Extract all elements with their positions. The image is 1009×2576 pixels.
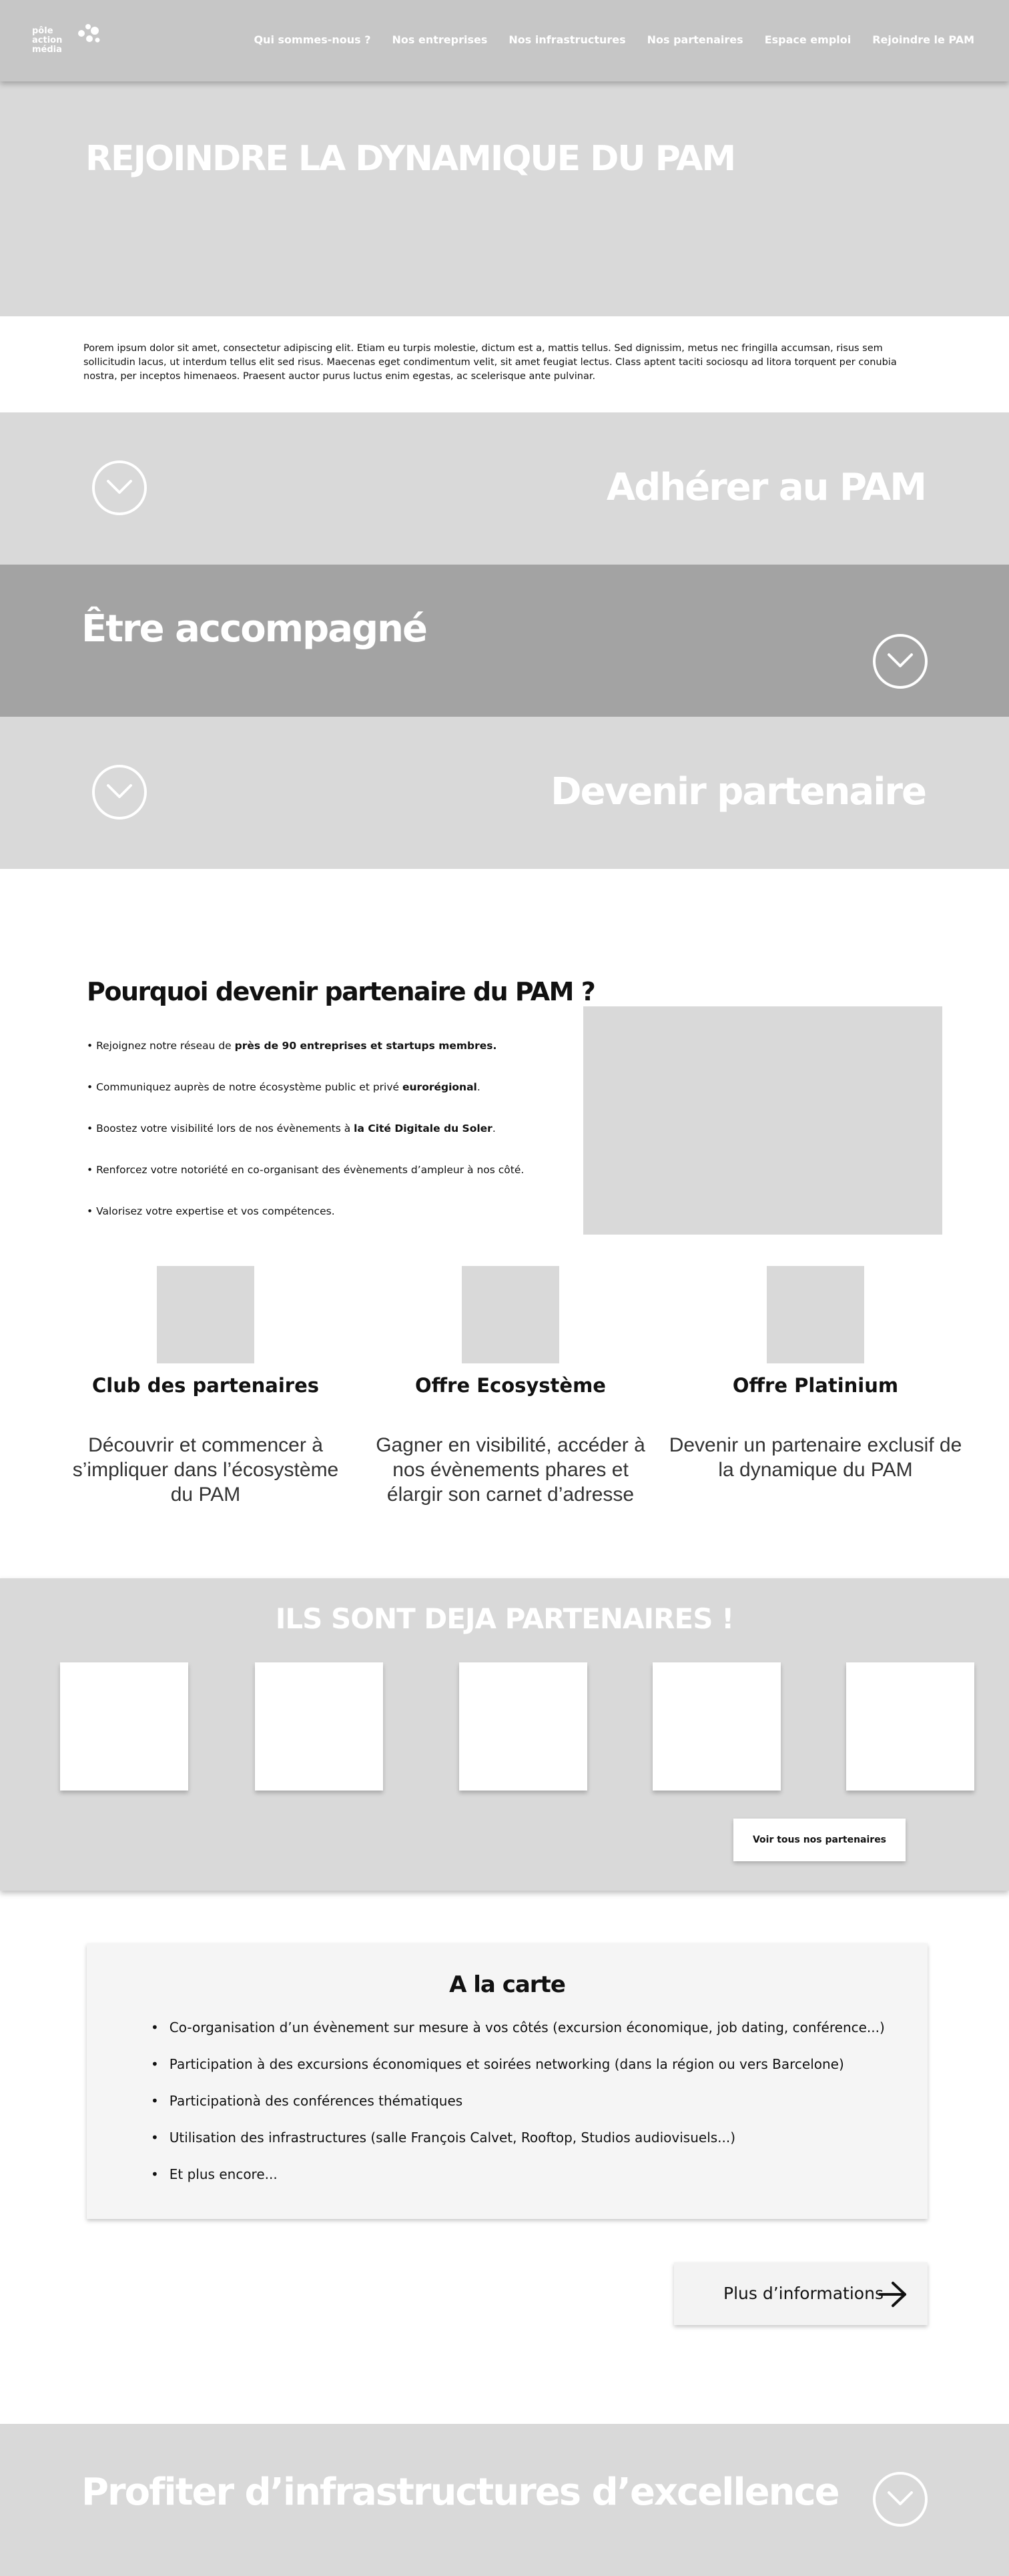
partner-logo[interactable] xyxy=(653,1662,781,1791)
arrow-right-icon xyxy=(878,2282,906,2307)
offer-description: Devenir un partenaire exclusif de la dyn… xyxy=(669,1434,962,1481)
accordion-partenaire[interactable]: Devenir partenaire xyxy=(0,717,1009,869)
offer-ecosysteme: Offre Ecosystème Gagner en visibilité, a… xyxy=(364,1266,657,1507)
accordion-infrastructures[interactable]: Profiter d’infrastructures d’excellence xyxy=(0,2424,1009,2576)
logo-line-1: pôle xyxy=(32,26,53,36)
why-item: • Renforcez votre notoriété en co-organi… xyxy=(87,1164,525,1176)
image-placeholder xyxy=(583,1006,942,1235)
hero-banner: REJOINDRE LA DYNAMIQUE DU PAM xyxy=(0,81,1009,316)
accordion-title: Devenir partenaire xyxy=(551,770,927,814)
offer-title: Club des partenaires xyxy=(91,1374,320,1397)
main-nav: Qui sommes-nous ? Nos entreprises Nos in… xyxy=(254,33,974,46)
partners-section: ILS SONT DEJA PARTENAIRES ! Voir tous no… xyxy=(0,1578,1009,1891)
why-title: Pourquoi devenir partenaire du PAM ? xyxy=(87,977,596,1006)
list-item: Participationà des conférences thématiqu… xyxy=(151,2093,885,2130)
a-la-carte-title: A la carte xyxy=(449,1971,566,1998)
offer-title: Offre Ecosystème xyxy=(415,1374,606,1397)
partner-logo[interactable] xyxy=(846,1662,974,1791)
site-header: pôle action média Qui sommes-nous ? Nos … xyxy=(0,0,1009,81)
offer-description: Gagner en visibilité, accéder à nos évèn… xyxy=(376,1434,645,1506)
nav-nos-partenaires[interactable]: Nos partenaires xyxy=(647,33,743,46)
nav-rejoindre-le-pam[interactable]: Rejoindre le PAM xyxy=(872,33,974,46)
why-item: • Boostez votre visibilité lors de nos é… xyxy=(87,1122,496,1135)
nav-espace-emploi[interactable]: Espace emploi xyxy=(764,33,852,46)
more-info-button[interactable]: Plus d’informations xyxy=(674,2262,928,2325)
logo-dots-icon xyxy=(78,24,100,43)
partner-logo[interactable] xyxy=(255,1662,383,1791)
a-la-carte-card: A la carte Co-organisation d’un évènemen… xyxy=(87,1943,928,2219)
list-item: Et plus encore... xyxy=(151,2166,885,2203)
offer-club: Club des partenaires Découvrir et commen… xyxy=(59,1266,352,1507)
partners-title: ILS SONT DEJA PARTENAIRES ! xyxy=(275,1602,735,1635)
site-logo[interactable]: pôle action média xyxy=(32,19,105,65)
accordion-title: Profiter d’infrastructures d’excellence xyxy=(81,2471,840,2514)
accordion-accompagne[interactable]: Être accompagné xyxy=(0,565,1009,717)
offer-image-placeholder xyxy=(157,1266,254,1363)
list-item: Co-organisation d’un évènement sur mesur… xyxy=(151,2019,885,2056)
why-list: • Rejoignez notre réseau de près de 90 e… xyxy=(87,1040,524,1247)
offer-platinium: Offre Platinium Devenir un partenaire ex… xyxy=(669,1266,962,1482)
nav-nos-entreprises[interactable]: Nos entreprises xyxy=(392,33,488,46)
offer-title: Offre Platinium xyxy=(732,1374,899,1397)
offer-image-placeholder xyxy=(767,1266,864,1363)
a-la-carte-list: Co-organisation d’un évènement sur mesur… xyxy=(151,2019,885,2203)
see-all-partners-button[interactable]: Voir tous nos partenaires xyxy=(733,1819,906,1861)
more-info-label: Plus d’informations xyxy=(723,2284,884,2303)
why-item: • Valorisez votre expertise et vos compé… xyxy=(87,1205,335,1217)
partner-logo[interactable] xyxy=(459,1662,587,1791)
why-item: • Communiquez auprès de notre écosystème… xyxy=(87,1081,480,1093)
accordion-adherer[interactable]: Adhérer au PAM xyxy=(0,412,1009,565)
logo-line-2: action xyxy=(32,35,63,45)
intro-text: Porem ipsum dolor sit amet, consectetur … xyxy=(83,343,897,382)
accordion-title: Adhérer au PAM xyxy=(606,466,927,509)
partner-logo[interactable] xyxy=(60,1662,188,1791)
offer-image-placeholder xyxy=(462,1266,559,1363)
chevron-down-icon[interactable] xyxy=(92,765,147,820)
logo-line-3: média xyxy=(32,45,62,55)
chevron-down-icon[interactable] xyxy=(873,634,928,689)
offer-description: Découvrir et commencer à s’impliquer dan… xyxy=(72,1434,339,1506)
nav-qui-sommes-nous[interactable]: Qui sommes-nous ? xyxy=(254,33,371,46)
list-item: Participation à des excursions économiqu… xyxy=(151,2056,885,2093)
chevron-down-icon[interactable] xyxy=(92,460,147,515)
hero-title: REJOINDRE LA DYNAMIQUE DU PAM xyxy=(85,139,736,179)
list-item: Utilisation des infrastructures (salle F… xyxy=(151,2130,885,2166)
nav-nos-infrastructures[interactable]: Nos infrastructures xyxy=(509,33,626,46)
accordion-title: Être accompagné xyxy=(81,607,428,651)
chevron-down-icon[interactable] xyxy=(873,2472,928,2527)
why-item: • Rejoignez notre réseau de près de 90 e… xyxy=(87,1040,497,1052)
